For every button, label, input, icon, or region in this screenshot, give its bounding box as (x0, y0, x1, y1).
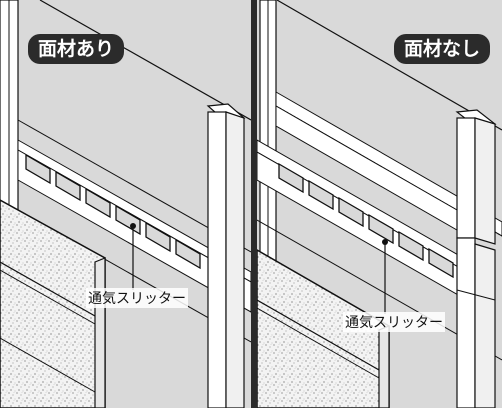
panel-with-sheathing: 面材あり 通気スリッター (0, 0, 251, 408)
vertical-post-right (455, 109, 497, 408)
panel-without-sheathing-illustration (257, 0, 502, 408)
vent-slitter-label-right: 通気スリッター (343, 312, 445, 332)
exterior-board-right (257, 249, 390, 408)
with-sheathing-badge: 面材あり (28, 34, 125, 64)
vent-slitter-label-left: 通気スリッター (86, 288, 188, 308)
panel-without-sheathing: 面材なし 通気スリッター (257, 0, 502, 408)
vertical-post (206, 103, 246, 408)
panel-divider (251, 0, 257, 408)
panel-with-sheathing-illustration (0, 0, 251, 408)
vent-slitter (17, 139, 251, 313)
without-sheathing-badge: 面材なし (393, 34, 490, 64)
vent-slitter-right (257, 139, 468, 301)
